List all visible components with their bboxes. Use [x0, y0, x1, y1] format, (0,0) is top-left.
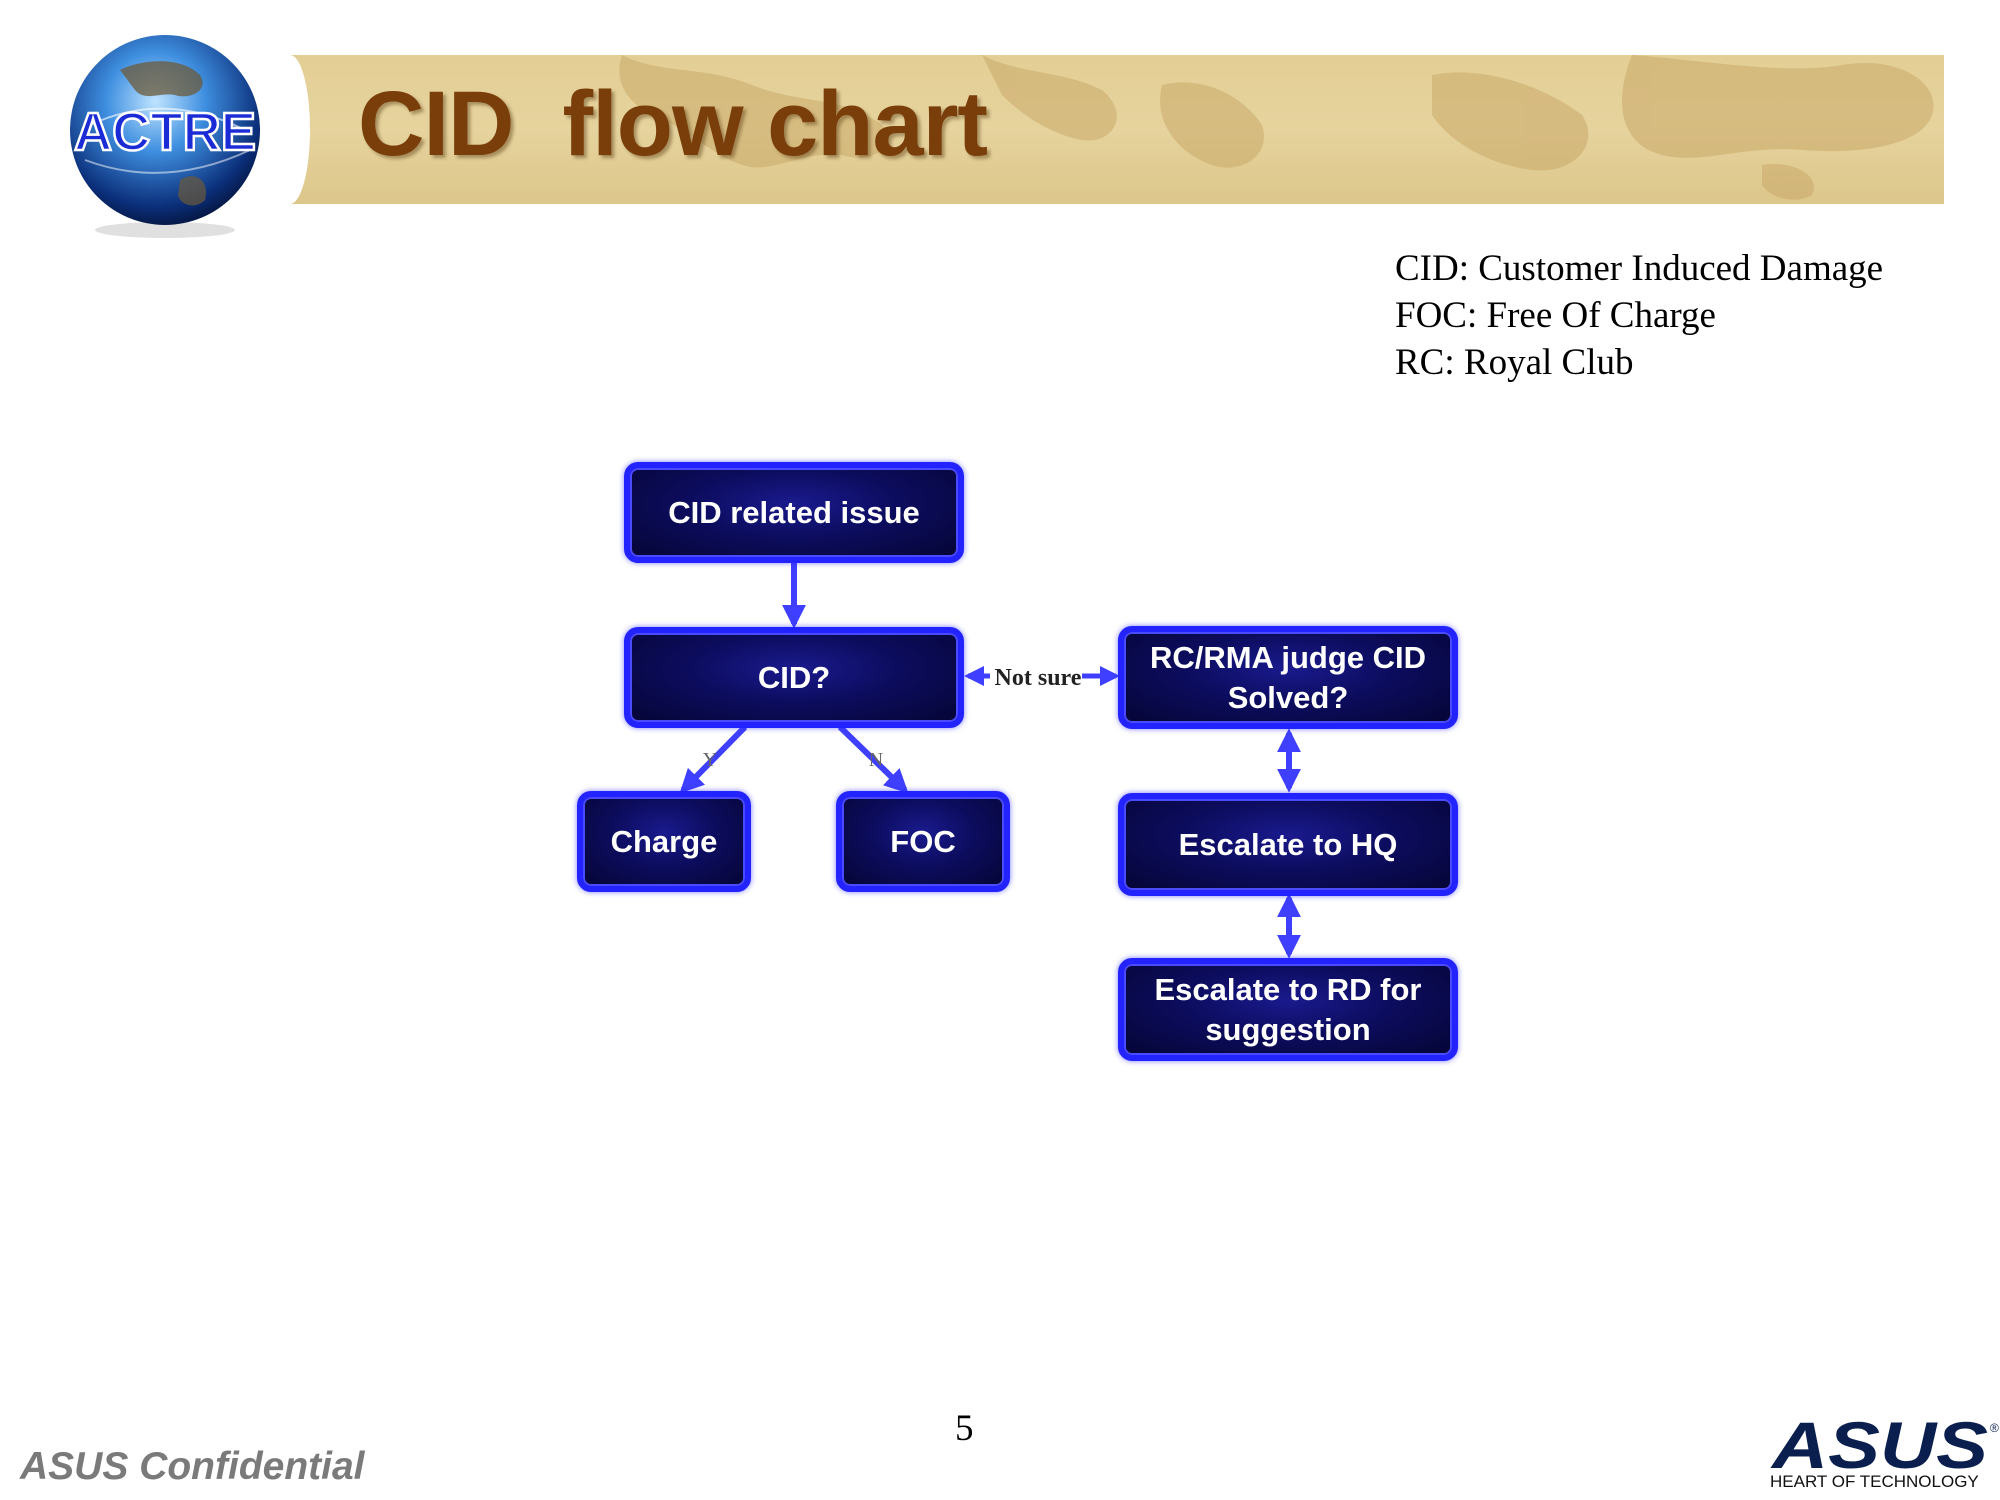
arrow-decision-to-foc [837, 724, 909, 794]
glossary: CID: Customer Induced Damage FOC: Free O… [1395, 245, 1883, 386]
node-escalate-hq: Escalate to HQ [1118, 793, 1458, 896]
brand-tagline: HEART OF TECHNOLOGY [1770, 1472, 1979, 1491]
edge-label-yes: Y [703, 749, 717, 771]
banner-notch [270, 55, 310, 204]
asus-wordmark: ASUS [1770, 1412, 1988, 1482]
title-banner [282, 55, 1944, 204]
confidential-label: ASUS Confidential [20, 1445, 365, 1488]
glossary-item-foc: FOC: Free Of Charge [1395, 295, 1716, 336]
edge-label-not-sure: Not sure [995, 665, 1082, 691]
edge-label-no: N [869, 749, 883, 771]
node-foc: FOC [836, 791, 1010, 892]
slide-title: CID flow chart [358, 73, 988, 175]
arrow-decision-to-charge [679, 724, 748, 794]
glossary-item-rc: RC: Royal Club [1395, 342, 1634, 383]
registered-mark: ® [1990, 1421, 1999, 1435]
page-number: 5 [955, 1408, 974, 1449]
node-cid-decision: CID? [624, 627, 964, 728]
world-map-decoration [619, 55, 1934, 200]
logo-text: ACTRE [74, 102, 256, 162]
node-cid-related-issue: CID related issue [624, 462, 964, 563]
glossary-item-cid: CID: Customer Induced Damage [1395, 248, 1884, 289]
node-charge: Charge [577, 791, 751, 892]
actre-logo: ACTRE [70, 35, 260, 238]
asus-logo: ASUS ® [1770, 1412, 1999, 1482]
